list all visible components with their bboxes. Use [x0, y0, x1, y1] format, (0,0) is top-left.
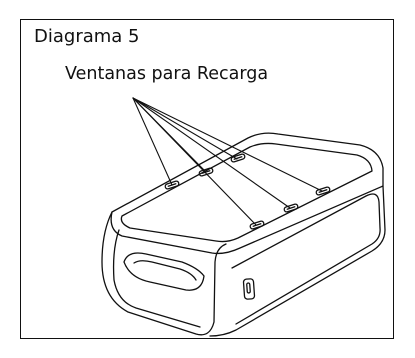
window-1	[164, 180, 180, 190]
device-body	[101, 132, 386, 337]
window-6	[315, 186, 331, 196]
window-3	[230, 153, 246, 163]
window-5	[283, 203, 299, 213]
leader-lines	[132, 97, 323, 226]
callout-label: Ventanas para Recarga	[65, 64, 269, 84]
diagram-title: Diagrama 5	[34, 26, 140, 47]
window-4	[249, 220, 265, 230]
recharge-windows	[164, 153, 331, 230]
diagram-frame	[20, 19, 394, 339]
window-2	[198, 167, 214, 177]
